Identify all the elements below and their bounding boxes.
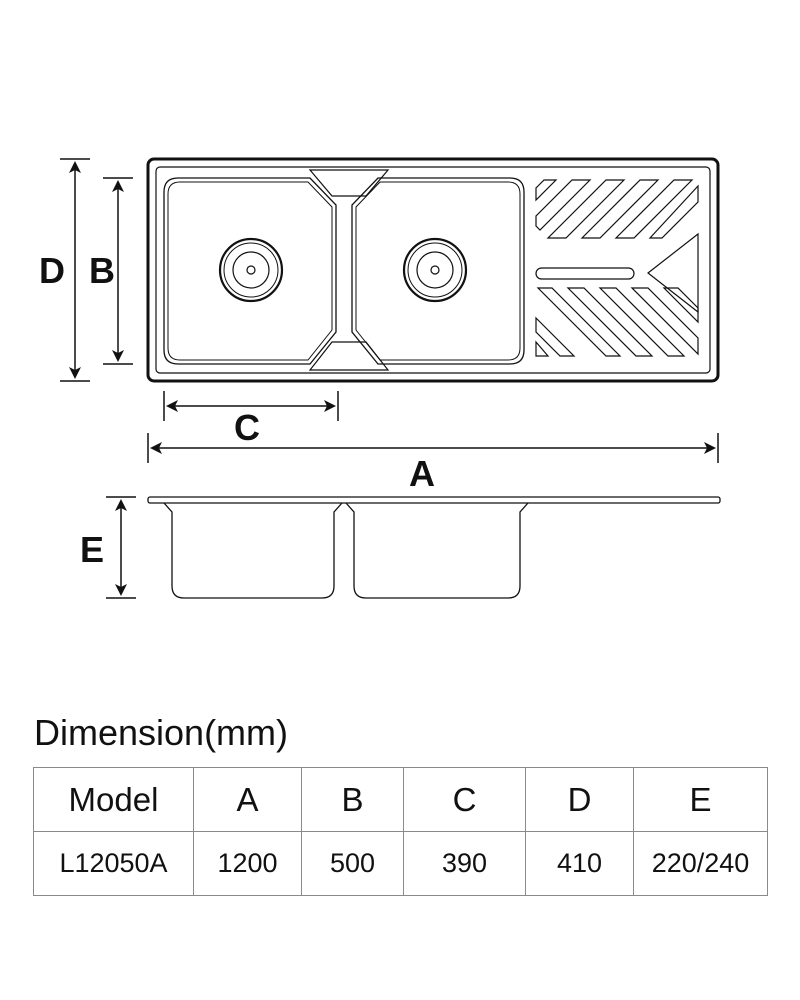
dimension-table: Model A B C D E L12050A 1200 500 390 410… [33, 767, 768, 896]
header-model: Model [33, 767, 194, 832]
sink-top-view [146, 157, 720, 383]
dimension-label-d: D [39, 250, 65, 291]
dimension-label-c: C [234, 407, 260, 448]
dimension-label-e: E [80, 529, 104, 570]
bowl-divider-bottom [308, 341, 390, 371]
dimension-label-b: B [89, 250, 115, 291]
left-bowl-inner [167, 181, 333, 361]
header-b: B [301, 767, 404, 832]
cell-c: 390 [403, 831, 526, 896]
right-bowl-inner [355, 181, 521, 361]
cell-d: 410 [525, 831, 634, 896]
left-bowl [163, 177, 337, 365]
drainboard [535, 179, 699, 357]
header-d: D [525, 767, 634, 832]
sink-side-view [147, 496, 721, 599]
side-view-rim [147, 496, 721, 504]
cell-b: 500 [301, 831, 404, 896]
table-header-row: Model A B C D E [33, 767, 768, 832]
right-drain [402, 237, 468, 303]
cell-a: 1200 [193, 831, 302, 896]
cell-e: 220/240 [633, 831, 768, 896]
dimension-label-a: A [409, 453, 435, 494]
table-row: L12050A 1200 500 390 410 220/240 [33, 831, 768, 896]
dimension-lines [60, 158, 719, 599]
dimension-table-title: Dimension(mm) [34, 712, 289, 753]
sink-inner-rim [155, 166, 711, 374]
side-view-right-bowl [345, 502, 529, 599]
sink-technical-drawing: D B C A E [39, 157, 721, 599]
bowl-divider-top [308, 169, 390, 197]
left-drain [218, 237, 284, 303]
right-bowl [351, 177, 525, 365]
header-e: E [633, 767, 768, 832]
sink-outer-rim [146, 157, 720, 383]
side-view-left-bowl [163, 502, 343, 599]
header-c: C [403, 767, 526, 832]
header-a: A [193, 767, 302, 832]
cell-model: L12050A [33, 831, 194, 896]
